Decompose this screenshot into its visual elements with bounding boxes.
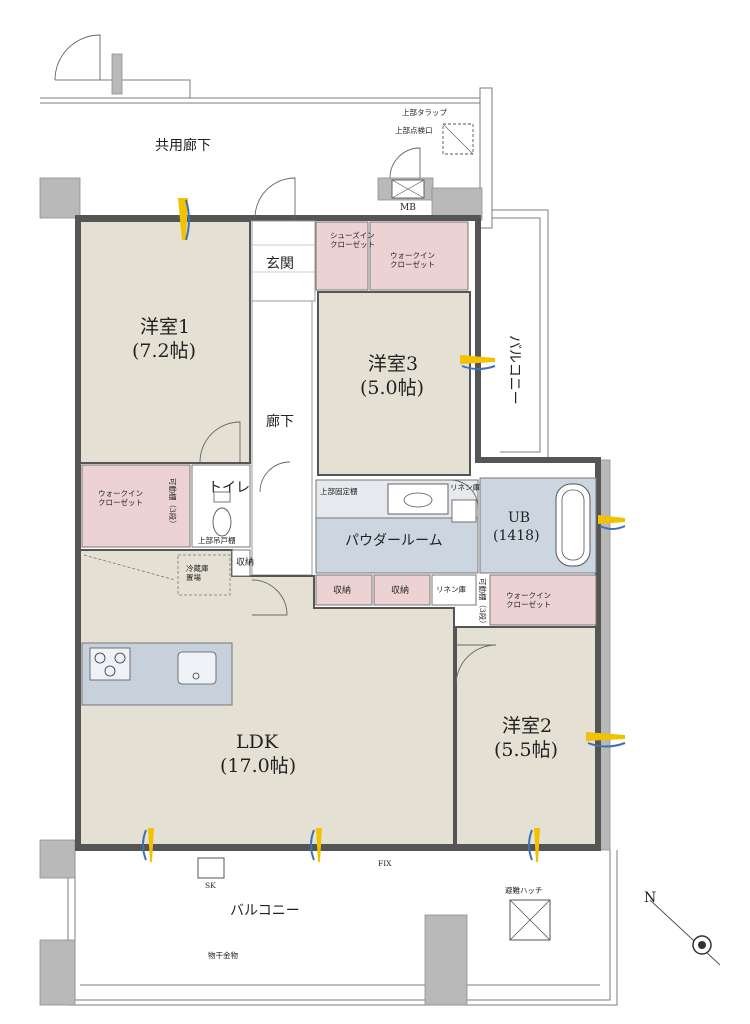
toilet-label: トイレ <box>208 480 250 496</box>
window-icon <box>586 732 626 748</box>
storage-label-3: 収納 <box>236 556 254 568</box>
linen-closet-2 <box>431 574 477 606</box>
storage-2 <box>373 574 431 606</box>
window-icon <box>142 828 154 862</box>
linen-label-2: リネン庫 <box>436 584 466 594</box>
entrance-area <box>251 220 316 302</box>
storage-label-2: 収納 <box>391 584 409 596</box>
compass: N <box>644 890 721 966</box>
movable-shelf-label-2: 可動棚（3段） <box>478 578 488 628</box>
movable-shelf-label: 可動棚（3段） <box>168 478 178 528</box>
western1-size: (7.2帖) <box>132 340 196 362</box>
sk-sink <box>197 857 225 879</box>
western2-size: (5.5帖) <box>494 739 558 761</box>
hallway <box>251 299 313 576</box>
sink <box>177 651 217 685</box>
washing-machine <box>451 499 477 523</box>
western-room-2 <box>455 626 597 846</box>
unit-outer-wall <box>75 215 601 851</box>
balcony-side-label: バルコニー <box>506 335 522 405</box>
powder-room-label: パウダールーム <box>345 533 443 549</box>
ldk-name: LDK <box>236 731 279 753</box>
doors <box>54 34 497 686</box>
sk-label: SK <box>205 881 216 890</box>
walkin-closet-room3 <box>369 221 469 291</box>
linen-label: リネン庫 <box>450 482 480 492</box>
western2-name: 洋室2 <box>502 715 552 737</box>
storage-kitchen <box>231 549 251 577</box>
ldk-size: (17.0帖) <box>220 755 296 777</box>
western-room-3 <box>317 291 471 476</box>
upper-shelf-label: 上部吊戸棚 <box>198 535 236 545</box>
exterior-outlines <box>40 79 618 1006</box>
shoes-closet-label: シューズインクローゼット <box>330 230 375 249</box>
window-icon <box>460 355 496 370</box>
window-icon <box>178 198 190 241</box>
window-icon <box>598 515 626 530</box>
shoes-in-closet <box>315 221 369 291</box>
entrance-label: 玄関 <box>266 255 294 272</box>
western1-name: 洋室1 <box>140 316 190 338</box>
washbasin <box>387 483 449 515</box>
stove <box>89 647 131 681</box>
upper-trap-label: 上部タラップ <box>402 107 447 117</box>
toilet-fixture <box>212 507 232 537</box>
walkin-closet-room2 <box>489 574 597 626</box>
fridge-label: 冷蔵庫置場 <box>186 563 209 582</box>
upper-fixed-shelf-label: 上部固定棚 <box>320 486 358 496</box>
wic-room1-label: ウォークインクローゼット <box>98 489 143 507</box>
rooms <box>79 220 597 846</box>
window-markers <box>142 198 626 862</box>
western3-size: (5.0帖) <box>360 377 424 399</box>
window-icon <box>310 828 322 862</box>
fix-label: FIX <box>378 859 392 868</box>
mb-label: MB <box>400 203 416 213</box>
storage-label-1: 収納 <box>333 584 351 596</box>
balcony-bottom-label: バルコニー <box>230 903 300 919</box>
fridge-space <box>177 554 231 596</box>
ub-label: UB <box>508 510 530 526</box>
storage-1 <box>315 574 373 606</box>
ub-size-label: (1418) <box>493 528 540 544</box>
drying-hardware-label: 物干金物 <box>208 950 238 960</box>
bathtub <box>555 483 591 567</box>
compass-north: N <box>644 890 656 906</box>
wic-room2-label: ウォークインクローゼット <box>506 591 551 609</box>
hallway-label: 廊下 <box>266 413 294 430</box>
common-corridor-label: 共用廊下 <box>155 137 211 154</box>
escape-hatch-label: 避難ハッチ <box>505 885 543 895</box>
powder-room <box>315 517 479 574</box>
walkin-closet-room1 <box>81 464 191 548</box>
labels: 共用廊下 上部タラップ 上部点検口 MB 玄関 シューズインクローゼット ウォー… <box>98 107 558 960</box>
western-room-1 <box>79 220 251 464</box>
upper-inspection-label: 上部点検口 <box>395 125 433 135</box>
western3-name: 洋室3 <box>368 353 418 375</box>
misc-fixtures <box>197 123 551 941</box>
wic-room3-label: ウォークインクローゼット <box>390 251 435 269</box>
window-icon <box>528 828 540 862</box>
